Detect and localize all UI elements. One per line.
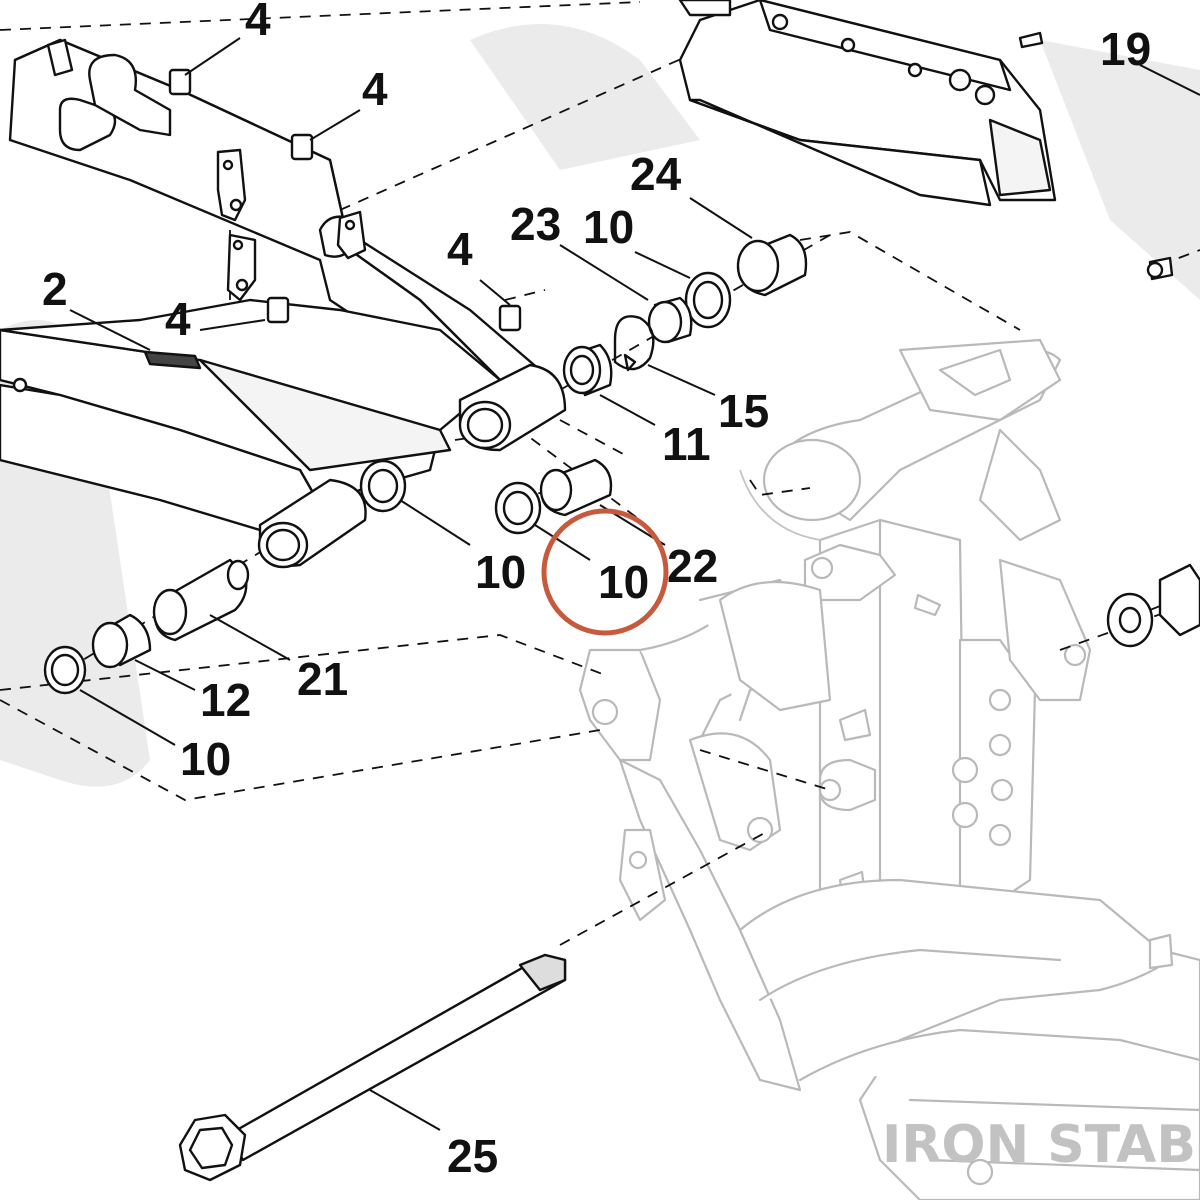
pivot-axle-bolt xyxy=(178,953,567,1182)
pivot-hardware xyxy=(43,233,1200,695)
callout-4-top: 4 xyxy=(245,0,271,45)
callout-10-bottom: 10 xyxy=(180,733,231,785)
belt-guard xyxy=(678,0,1057,207)
callout-24: 24 xyxy=(630,148,682,200)
callout-10-highlighted: 10 xyxy=(598,556,649,608)
callout-10-middle: 10 xyxy=(475,546,526,598)
callout-10-top: 10 xyxy=(583,201,634,253)
highlight-circle xyxy=(541,508,669,636)
callout-25: 25 xyxy=(447,1130,498,1182)
watermark-text: IRON STABLE xyxy=(882,1115,1200,1175)
swingarm xyxy=(0,38,567,569)
callout-21: 21 xyxy=(297,653,348,705)
callout-4-left: 4 xyxy=(165,293,191,345)
callout-12: 12 xyxy=(200,674,251,726)
callout-4-mid: 4 xyxy=(447,223,473,275)
callout-23: 23 xyxy=(510,198,561,250)
callout-22: 22 xyxy=(667,540,718,592)
callout-19: 19 xyxy=(1100,23,1151,75)
callout-11: 11 xyxy=(662,418,711,470)
motorcycle-frame xyxy=(578,338,1200,1200)
clip-nuts xyxy=(168,68,522,332)
callout-labels: 4 4 4 4 19 24 23 10 2 15 11 10 10 22 21 … xyxy=(42,0,1151,1182)
callout-4-upper: 4 xyxy=(362,63,388,115)
callout-15: 15 xyxy=(718,385,769,437)
callout-2: 2 xyxy=(42,263,68,315)
